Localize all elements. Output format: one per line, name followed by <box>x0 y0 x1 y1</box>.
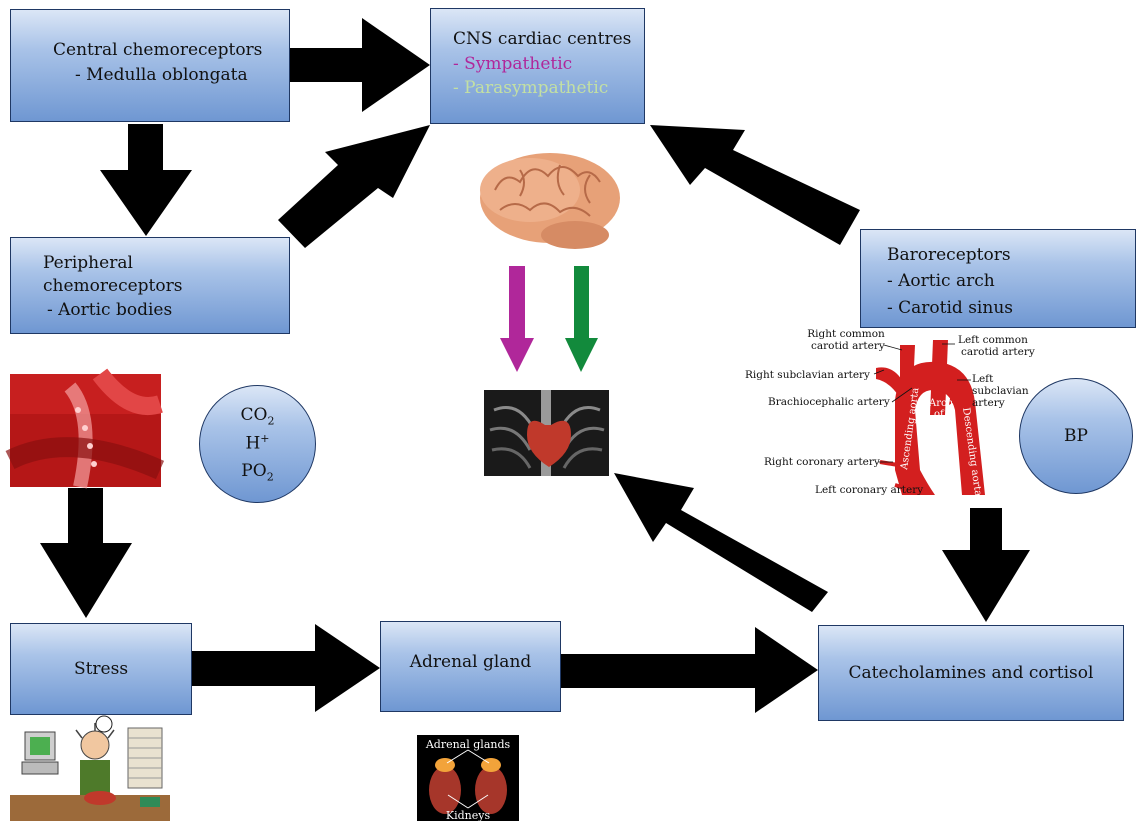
left-common-carotid-label: Left common carotid artery <box>958 334 1035 358</box>
cns-cardiac-centres-box: CNS cardiac centres - Sympathetic - Para… <box>430 8 645 124</box>
right-subclavian-text: Right subclavian artery <box>745 369 870 381</box>
adrenal-gland-label: Adrenal gland <box>409 652 532 673</box>
heart-xray-icon <box>484 390 609 476</box>
left-subclavian-label: Left subclavian artery <box>972 373 1029 409</box>
central-chemoreceptors-title: Central chemoreceptors <box>53 40 263 60</box>
bp-circle: BP <box>1019 378 1133 494</box>
central-chemoreceptors-box: Central chemoreceptors - Medulla oblonga… <box>10 9 290 122</box>
arrow-baro-to-cns <box>650 125 860 245</box>
arrow-central-to-cns <box>290 18 430 112</box>
left-subclavian-line2: subclavian <box>972 385 1029 398</box>
arrow-parasympathetic-green <box>565 266 598 372</box>
peripheral-chemoreceptors-box: Peripheral chemoreceptors - Aortic bodie… <box>10 237 290 334</box>
baroreceptors-box: Baroreceptors - Aortic arch - Carotid si… <box>860 229 1136 328</box>
left-subclavian-line1: Left <box>972 373 994 385</box>
blood-gases-circle: CO2 H+ PO2 <box>199 385 316 503</box>
central-chemoreceptors-sub: - Medulla oblongata <box>75 64 248 85</box>
right-coronary-label: Right coronary artery <box>764 456 880 468</box>
cns-title: CNS cardiac centres <box>453 29 632 49</box>
left-coronary-text: Left coronary artery <box>815 484 924 496</box>
kidneys-caption: Kidneys <box>446 809 491 822</box>
arrow-stress-to-adrenal <box>192 624 380 712</box>
left-common-carotid-line1: Left common <box>958 334 1028 346</box>
adrenal-gland-box: Adrenal gland <box>380 621 561 712</box>
arrow-sympathetic-magenta <box>500 266 534 372</box>
arch-label-1: Arch <box>928 398 954 409</box>
baroreceptors-sub2: - Carotid sinus <box>887 297 1013 318</box>
arrow-bp-to-catecholamines <box>942 508 1030 622</box>
catecholamines-box: Catecholamines and cortisol <box>818 625 1124 721</box>
left-common-carotid-line2: carotid artery <box>961 346 1035 359</box>
blood-vessel-photo <box>5 368 165 489</box>
cns-sympathetic: - Sympathetic <box>453 53 573 74</box>
baroreceptors-sub1: - Aortic arch <box>887 271 995 292</box>
arrow-central-to-peripheral <box>100 124 192 236</box>
stressed-worker-cartoon <box>10 715 170 821</box>
right-subclavian-label: Right subclavian artery <box>745 369 870 381</box>
left-subclavian-line3: artery <box>972 397 1005 410</box>
right-common-carotid-line2: carotid artery <box>811 340 885 353</box>
h-label: H+ <box>245 432 270 454</box>
brain-icon <box>480 153 620 249</box>
stress-box: Stress <box>10 623 192 715</box>
adrenal-kidneys-image <box>417 735 519 821</box>
brachiocephalic-text: Brachiocephalic artery <box>768 396 890 408</box>
catecholamines-label: Catecholamines and cortisol <box>848 662 1094 683</box>
right-common-carotid-label: Right common carotid artery <box>806 328 885 352</box>
right-common-carotid-line1: Right common <box>807 328 885 340</box>
peripheral-sub: - Aortic bodies <box>47 299 173 320</box>
peripheral-line2: chemoreceptors <box>43 276 183 297</box>
adrenal-glands-caption: Adrenal glands <box>425 738 511 751</box>
arrow-photo-to-stress <box>40 488 132 618</box>
arrow-catecholamines-to-heart <box>614 473 828 612</box>
right-coronary-text: Right coronary artery <box>764 456 880 468</box>
left-coronary-label: Left coronary artery <box>815 484 923 496</box>
peripheral-line1: Peripheral <box>43 253 133 273</box>
bp-label: BP <box>1064 426 1088 446</box>
aorta-leader-lines <box>873 343 971 463</box>
arrow-adrenal-to-catecholamines <box>561 627 818 713</box>
cns-parasympathetic: - Parasympathetic <box>453 78 609 99</box>
arch-label-3: aorta <box>925 420 952 431</box>
po2-label: PO2 <box>241 460 274 484</box>
baroreceptors-title: Baroreceptors <box>887 245 1011 265</box>
arch-label-2: of <box>934 409 945 420</box>
stress-label: Stress <box>73 658 129 679</box>
co2-label: CO2 <box>240 405 275 428</box>
aorta-illustration <box>876 340 985 495</box>
brachiocephalic-label: Brachiocephalic artery <box>768 396 890 408</box>
arrow-peripheral-to-cns <box>278 125 430 248</box>
